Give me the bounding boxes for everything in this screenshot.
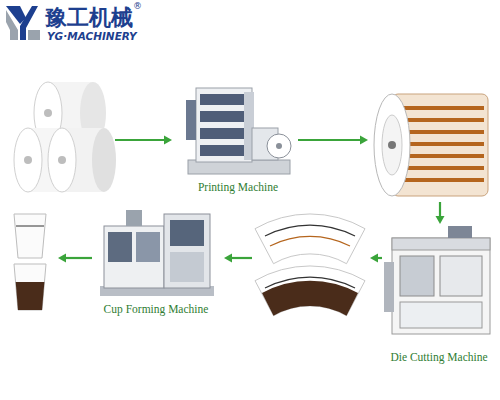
- cup-fan-blank: [265, 277, 355, 288]
- cup-forming-machine: [170, 252, 204, 282]
- flow-arrows: [164, 136, 172, 145]
- flow-arrows: [378, 257, 382, 259]
- flow-arrows: [232, 257, 252, 259]
- paper-cups: [14, 214, 46, 258]
- printing-machine: [200, 94, 244, 105]
- paper-rolls: [24, 156, 32, 164]
- die-cutting-machine: [392, 238, 490, 334]
- machine-caption: Printing Machine: [198, 181, 278, 194]
- logo-icon: [6, 10, 18, 40]
- cup-forming-machine: [164, 214, 210, 288]
- cup-forming-machine: [126, 210, 142, 226]
- cup-fan-blank: [255, 214, 365, 316]
- cup-fan-blank: [255, 266, 365, 316]
- machine-caption: Cup Forming Machine: [104, 303, 209, 316]
- flow-arrows: [298, 139, 360, 141]
- logo-subtext: YG·MACHINERY: [47, 30, 137, 42]
- machine-node: Die Cutting Machine: [380, 224, 498, 364]
- printing-machine: [200, 128, 244, 139]
- printing-machine: [186, 100, 196, 140]
- machine-node: Cup Forming Machine: [92, 206, 220, 316]
- printing-machine: [267, 134, 291, 158]
- cup-forming-machine: [100, 210, 214, 296]
- die-cutting-machine: [440, 256, 482, 296]
- cup-forming-machine: [108, 232, 132, 262]
- printing-machine: [276, 143, 282, 149]
- cup-fan-blank: [255, 214, 365, 264]
- machine-caption: Die Cutting Machine: [390, 351, 487, 364]
- paper-rolls: [48, 128, 76, 192]
- printing-machine: [196, 88, 252, 162]
- flow-arrows: [224, 254, 232, 263]
- die-cutting-machine: [448, 226, 472, 238]
- logo-icon: [28, 30, 40, 40]
- printed-roll: [382, 115, 402, 175]
- die-cutting-machine: [384, 262, 394, 312]
- paper-cups: [14, 214, 46, 310]
- die-cutting-machine: [400, 302, 482, 328]
- paper-rolls: [14, 82, 116, 192]
- paper-rolls: [14, 128, 42, 192]
- flow-arrows: [115, 139, 164, 141]
- cup-fan-blank: [262, 281, 358, 316]
- die-cutting-machine: [392, 238, 490, 250]
- cup-forming-machine: [104, 226, 164, 288]
- flow-arrows: [58, 136, 445, 263]
- paper-rolls: [44, 109, 52, 117]
- printed-roll: [374, 94, 410, 196]
- cup-forming-machine: [170, 220, 204, 246]
- paper-cups: [16, 226, 44, 227]
- printed-roll: [388, 141, 396, 149]
- flow-arrows: [66, 257, 92, 259]
- logo-icon: [6, 6, 40, 40]
- cup-fan-blank: [270, 236, 350, 246]
- printed-roll: [398, 108, 484, 180]
- die-cutting-machine: [400, 256, 434, 296]
- registered-mark: ®: [133, 1, 142, 11]
- paper-cups: [14, 264, 46, 310]
- paper-rolls: [58, 156, 66, 164]
- flow-arrows: [439, 202, 441, 216]
- paper-cups: [16, 282, 45, 310]
- printing-machine: [200, 111, 244, 122]
- printing-machine: [186, 88, 291, 174]
- flow-arrows: [370, 254, 378, 263]
- printing-machine: [200, 145, 244, 156]
- flow-arrows: [436, 216, 445, 224]
- flow-arrows: [360, 136, 368, 145]
- cup-forming-machine: [136, 232, 160, 262]
- logo-text: 豫工机械: [45, 3, 133, 33]
- paper-rolls: [92, 128, 116, 192]
- printed-roll: [374, 94, 488, 196]
- machine-node: Printing Machine: [180, 82, 296, 194]
- cup-fan-blank: [265, 225, 355, 236]
- flow-arrows: [58, 254, 66, 263]
- die-cutting-machine: [384, 226, 490, 334]
